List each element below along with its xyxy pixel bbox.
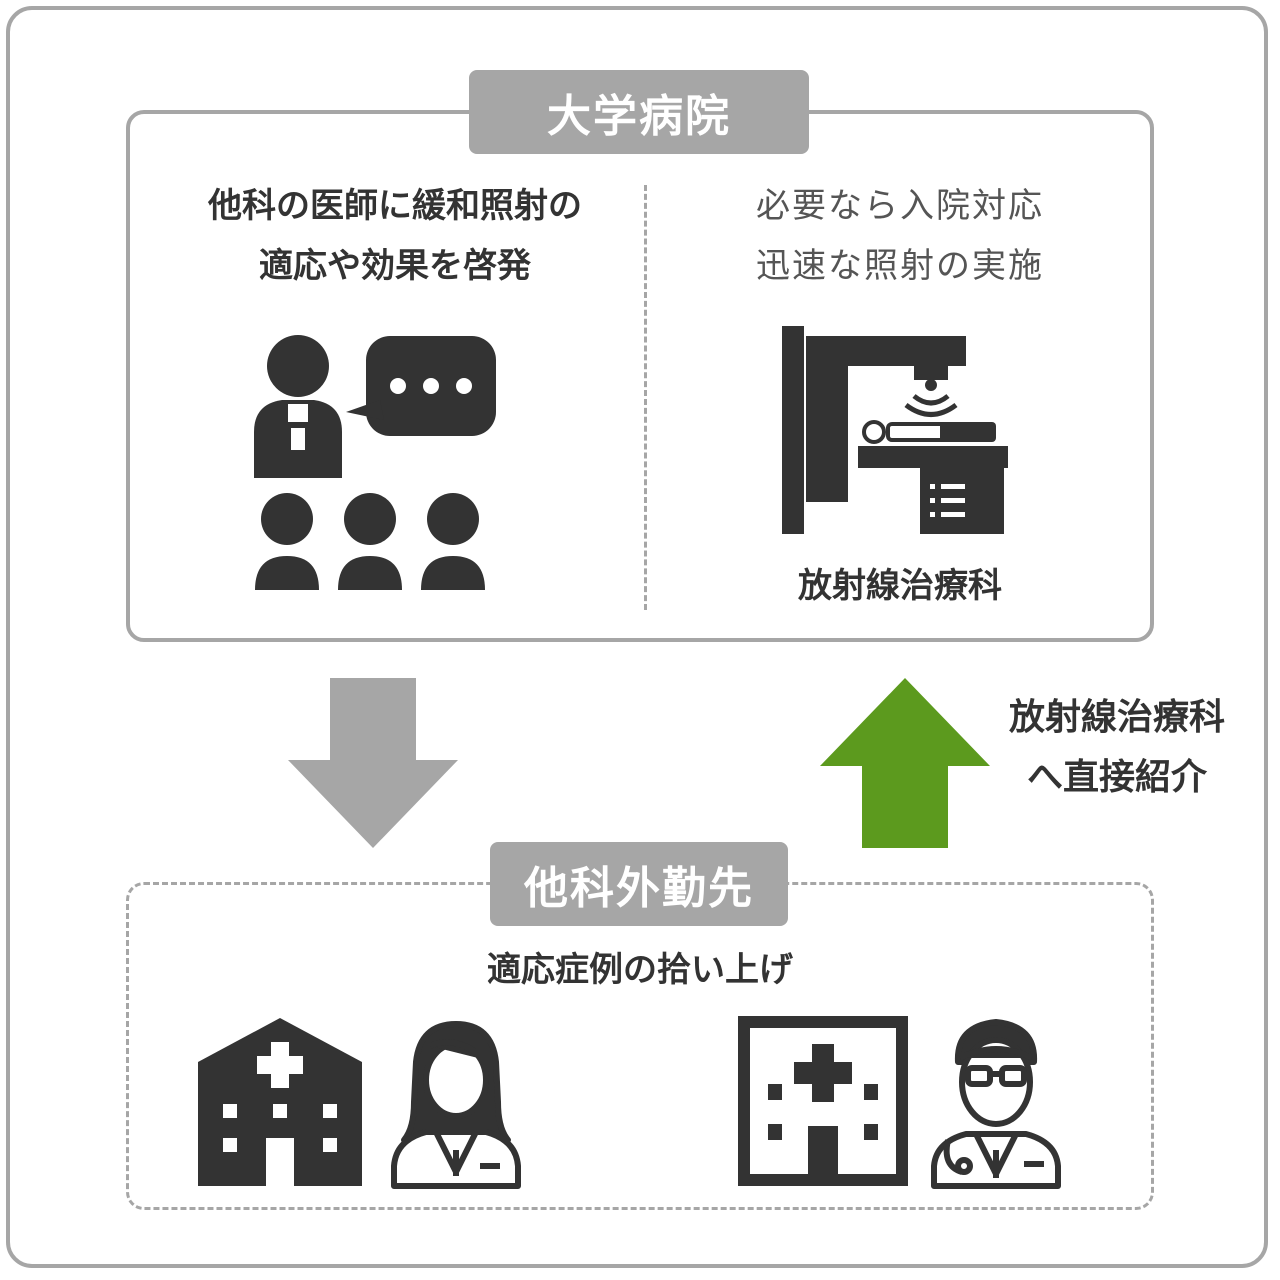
radiotherapy-dept-caption: 放射線治療科 — [798, 566, 1002, 606]
university-hospital-label: 大学病院 — [469, 70, 809, 154]
left-text-line-1: 他科の医師に緩和照射の — [208, 186, 582, 226]
right-text-line-2: 迅速な照射の実施 — [756, 246, 1044, 286]
left-text-line-2: 適応や効果を啓発 — [259, 246, 531, 286]
outside-hospital-label: 他科外勤先 — [490, 842, 788, 926]
section-divider — [644, 185, 647, 610]
referral-label-line-2: へ直接紹介 — [1026, 757, 1207, 798]
right-text-line-1: 必要なら入院対応 — [756, 186, 1044, 226]
referral-label-line-1: 放射線治療科 — [1008, 697, 1225, 738]
outside-title: 適応症例の拾い上げ — [487, 950, 793, 990]
